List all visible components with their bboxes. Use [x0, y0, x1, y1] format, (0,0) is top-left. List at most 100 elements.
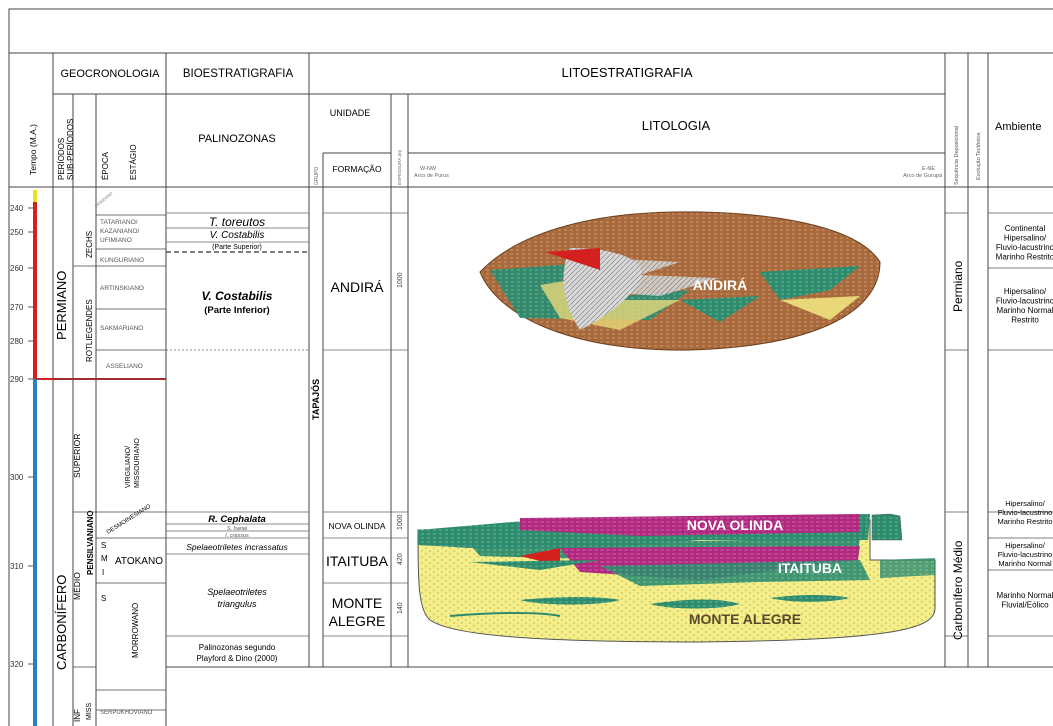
age-tick-label: 280	[10, 337, 24, 346]
lith-label-monte-alegre: MONTE ALEGRE	[689, 611, 801, 627]
age-tick-label: 320	[10, 660, 24, 669]
stage-morrowano: MORROWANO	[131, 603, 140, 658]
period-permiano: PERMIANO	[54, 271, 69, 340]
age-tick-label: 240	[10, 204, 24, 213]
palino-r-cephalata: R. Cephalata	[208, 514, 266, 525]
espessura-header: ESPESSURA (m)	[397, 149, 402, 185]
seq-deposicional-header: Sequência Deposicional	[954, 126, 960, 185]
sub-zechs: ZECHS	[85, 231, 94, 258]
sub-inf: INF	[73, 709, 82, 722]
formation-monte-alegre-1: MONTE	[332, 595, 383, 611]
section-left-place: Arco de Purus	[414, 173, 449, 179]
palino-v-costabilis-1: V. Costabilis	[210, 230, 265, 241]
ambiente-line: Hipersalino/	[1005, 499, 1046, 508]
sub-miss: MISS	[86, 703, 93, 720]
sequence-carbonifero: Carbonífero Médio	[951, 540, 965, 640]
thickness-andira: 1000	[397, 272, 404, 288]
lith-label-itaituba: ITAITUBA	[778, 560, 842, 576]
stage-asseliano: ASSELIANO	[106, 363, 143, 370]
palino-s-triangulus-2: triangulus	[217, 599, 257, 609]
age-tick-label: 310	[10, 562, 24, 571]
epoch-letter-s2: S	[101, 594, 106, 603]
stage-kazaniano: KAZANIANO/	[100, 228, 140, 235]
formation-itaituba: ITAITUBA	[326, 553, 389, 569]
stage-kunguriano: KUNGURIANO	[100, 257, 144, 264]
periodos-header: PERÍODOS	[57, 138, 66, 180]
age-tick-label: 270	[10, 303, 24, 312]
epoch-letter-s1: S	[101, 541, 106, 550]
section-left-dir: W-NW	[420, 166, 437, 172]
frame	[8, 8, 1053, 726]
stage-tatariano: TATARIANO/	[100, 219, 138, 226]
stage-sakmariano: SAKMARIANO	[100, 325, 143, 332]
time-bar-blue	[33, 379, 37, 726]
palino-s-incrassatus: Spelaeotriletes incrassatus	[186, 542, 288, 552]
palino-s-triangulus-1: Spelaeotriletes	[207, 587, 267, 597]
evolucao-tectonica-header: Evolução Tectônica	[976, 132, 982, 180]
sub-medio: MÉDIO	[72, 572, 82, 600]
palino-parte-inferior: (Parte Inferior)	[204, 305, 269, 316]
ambiente-line: Fluvio-lacustrino	[998, 550, 1053, 559]
epoch-letter-i: I	[102, 568, 104, 577]
grupo-tapajos: TAPAJÓS	[310, 379, 321, 420]
formation-nova-olinda: NOVA OLINDA	[329, 521, 386, 531]
stage-missouriano: MISSOURIANO	[134, 438, 141, 488]
formation-monte-alegre-2: ALEGRE	[329, 613, 386, 629]
subperiodos-header: SUB-PERÍODOS	[66, 119, 75, 180]
lith-label-andira: ANDIRÁ	[693, 277, 747, 293]
ambiente-line: Continental	[1005, 224, 1046, 233]
ambiente-line: Marinho Restrito	[997, 517, 1052, 526]
sequence-permiano: Permiano	[951, 260, 965, 312]
sub-pensilvaniano: PENSILVANIANO	[86, 510, 95, 575]
ambiente-header: Ambiente	[995, 121, 1041, 133]
ambiente-line: Restrito	[1011, 316, 1039, 325]
thickness-nova-olinda: 1000	[397, 514, 404, 530]
thickness-monte-alegre: 140	[397, 602, 404, 614]
tempo-header: Tempo (M.A.)	[28, 124, 38, 175]
ambiente-line: Marinho Normal	[997, 306, 1053, 315]
ambiente-line: Fluvio-lacustrino	[996, 297, 1053, 306]
stage-artinskiano: ARTINSKIANO	[100, 285, 144, 292]
ambiente-line: Marinho Restrito	[996, 253, 1053, 262]
carboniferous-section: NOVA OLINDA ITAITUBA MONTE ALEGRE	[417, 513, 936, 643]
section-right-place: Arco de Gurupá	[903, 173, 943, 179]
palino-fonte-2: Playford & Dino (2000)	[197, 654, 278, 663]
section-right-dir: E-NE	[922, 166, 935, 172]
palino-parte-superior: (Parte Superior)	[212, 244, 262, 251]
ambiente-line: Marinho Normal	[998, 559, 1052, 568]
stage-atokano: ATOKANO	[115, 556, 163, 567]
ambiente-line: Hipersalino/	[1004, 234, 1047, 243]
andira-lens: ANDIRÁ	[479, 211, 881, 351]
time-bar-yellow	[33, 190, 37, 202]
sub-superior: SUPERIOR	[72, 434, 82, 478]
formation-andira: ANDIRÁ	[331, 279, 385, 295]
palino-v-costabilis-2: V. Costabilis	[202, 289, 273, 303]
ambiente-line: Marinho Normal	[997, 591, 1053, 600]
time-bar-red	[33, 202, 37, 379]
palino-fonte-1: Palinozonas segundo	[199, 643, 276, 652]
stage-ufimiano: UFIMIANO	[100, 237, 132, 244]
geocronologia-header: GEOCRONOLOGIA	[60, 68, 160, 80]
ambiente-line: Fluvio-lacustrino	[996, 243, 1053, 252]
palinozonas-header: PALINOZONAS	[198, 133, 275, 145]
epoch-letter-m: M	[101, 554, 108, 563]
sub-rotliegendes: ROTLIEGENDES	[85, 299, 94, 362]
period-carbonifero: CARBONÍFERO	[54, 575, 69, 670]
litologia-header: LITOLOGIA	[642, 118, 711, 133]
bioestratigrafia-header: BIOESTRATIGRAFIA	[183, 68, 294, 80]
age-tick-label: 250	[10, 228, 24, 237]
age-tick-label: 260	[10, 264, 24, 273]
formacao-header: FORMAÇÃO	[332, 164, 382, 174]
ambiente-line: Fluvio-lacustrino	[998, 508, 1053, 517]
palino-t-toreutos: T. toreutos	[209, 215, 265, 229]
ambiente-line: Hipersalino/	[1005, 541, 1046, 550]
stage-virgiliano: VIRGILIANO/	[125, 446, 132, 488]
age-tick-label: 300	[10, 473, 24, 482]
palino-s-hariai: S. hariai	[227, 526, 248, 532]
palino-i-crassus: I. crassus	[225, 533, 249, 539]
grupo-header: GRUPO	[314, 167, 320, 185]
ambiente-column: ContinentalHipersalino/Fluvio-lacustrino…	[996, 224, 1053, 610]
estagio-header: ESTÁGIO	[129, 144, 138, 180]
